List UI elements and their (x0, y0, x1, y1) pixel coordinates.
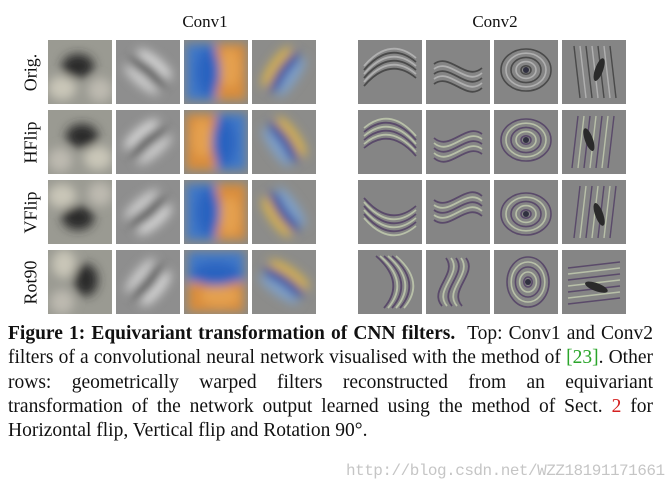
conv1-filter-hflip-3 (184, 110, 248, 174)
conv1-filter-vflip-4 (252, 180, 316, 244)
conv2-filter-rot90-4 (562, 250, 626, 314)
conv2-filter-vflip-1 (358, 180, 422, 244)
row-label-hflip: HFlip (20, 120, 41, 164)
conv1-filter-hflip-2 (116, 110, 180, 174)
section-link[interactable]: 2 (611, 395, 622, 417)
citation-link[interactable]: [23] (566, 347, 599, 369)
conv2-filter-orig-4 (562, 40, 626, 104)
conv1-header: Conv1 (182, 12, 228, 31)
conv1-filter-orig-1 (48, 40, 112, 104)
conv1-filter-vflip-1 (48, 180, 112, 244)
conv1-filter-rot90-4 (252, 250, 316, 314)
row-label-orig: Orig. (20, 53, 41, 91)
conv1-filter-orig-3 (184, 40, 248, 104)
conv2-filter-vflip-2 (426, 180, 490, 244)
caption-text-2: . Other rows: geometrically warped filte… (8, 347, 653, 417)
conv2-filter-hflip-4 (562, 110, 626, 174)
conv2-filter-vflip-3 (494, 180, 558, 244)
figure-caption: Figure 1: Equivariant transformation of … (8, 322, 653, 443)
watermark-text: http://blog.csdn.net/WZZ18191171661 (346, 462, 665, 480)
conv1-filter-orig-2 (116, 40, 180, 104)
conv2-filter-rot90-2 (426, 250, 490, 314)
conv2-filter-hflip-2 (426, 110, 490, 174)
conv2-filter-hflip-1 (358, 110, 422, 174)
conv1-filter-hflip-1 (48, 110, 112, 174)
conv1-filter-orig-4 (252, 40, 316, 104)
conv2-filter-orig-3 (494, 40, 558, 104)
conv2-filter-hflip-3 (494, 110, 558, 174)
caption-text-1: Top: Conv1 and Conv2 filters of a convol… (8, 323, 653, 369)
conv2-filter-vflip-4 (562, 180, 626, 244)
caption-title: Equivariant transformation of CNN filter… (91, 323, 456, 344)
conv1-filter-vflip-2 (116, 180, 180, 244)
conv2-header: Conv2 (472, 12, 518, 31)
conv2-filter-rot90-3 (494, 250, 558, 314)
conv2-filter-orig-1 (358, 40, 422, 104)
row-label-vflip: VFlip (20, 190, 41, 234)
conv1-filter-vflip-3 (184, 180, 248, 244)
conv1-filter-rot90-2 (116, 250, 180, 314)
conv2-filter-rot90-1 (358, 250, 422, 314)
caption-text-3: for Horizontal flip, Vertical flip and R… (8, 395, 653, 442)
row-label-rot90: Rot90 (20, 259, 41, 305)
conv1-filter-rot90-1 (48, 250, 112, 314)
conv1-filter-hflip-4 (252, 110, 316, 174)
conv2-filter-orig-2 (426, 40, 490, 104)
caption-label: Figure 1: (8, 323, 86, 344)
conv1-filter-rot90-3 (184, 250, 248, 314)
